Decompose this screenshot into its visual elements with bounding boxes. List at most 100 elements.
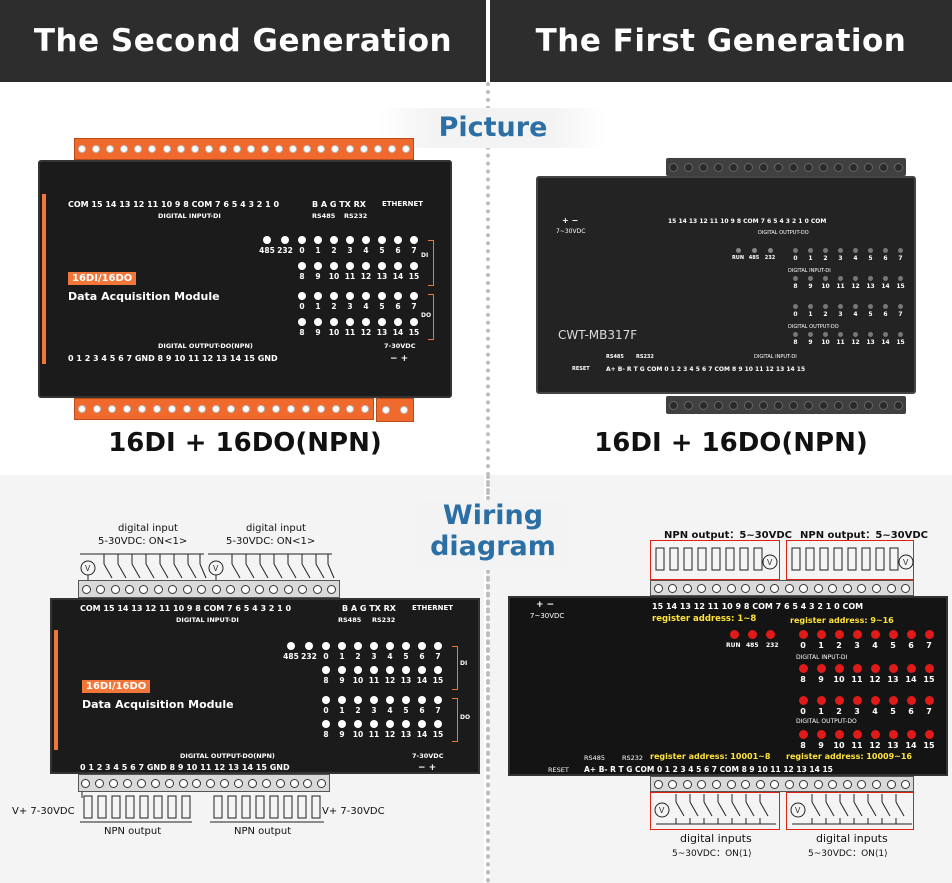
npn-output-1: NPN output — [104, 826, 162, 837]
module-name: Data Acquisition Module — [68, 290, 220, 303]
di-note-2b: 5-30VDC: ON<1> — [226, 536, 316, 547]
side-stripe — [42, 194, 46, 364]
fg-bottom-terminals — [666, 396, 906, 414]
model-badge: 16DI/16DO — [68, 272, 137, 285]
w-do-label: DIGITAL OUTPUT-DO(NPN) — [180, 752, 275, 760]
power-terminal-block — [376, 398, 414, 422]
wr-reg-10009: register address: 10009~16 — [786, 752, 912, 761]
w-do-tag: DO — [460, 714, 471, 721]
w-comm-pin-row: B A G TX RX — [342, 604, 396, 613]
do-tag: DO — [421, 312, 432, 319]
wr-status-leds: RUN 485 232 — [726, 630, 786, 654]
do-label: DIGITAL OUTPUT-DO(NPN) — [158, 342, 253, 350]
svg-text:V: V — [767, 558, 773, 567]
left-output-bank — [80, 792, 324, 823]
v-left-label: V+ 7-30VDC — [12, 806, 75, 817]
wr-do-row: 15 14 13 12 11 10 9 8 COM 7 6 5 4 3 2 1 … — [652, 602, 864, 611]
do-pin-row: 0 1 2 3 4 5 6 7 GND 8 9 10 11 12 13 14 1… — [68, 354, 278, 363]
w-di-tag: DI — [460, 660, 468, 667]
top-terminal-block — [74, 138, 414, 160]
fg-di-label: DIGITAL INPUT-DI — [788, 268, 831, 274]
wiring-side-stripe — [54, 630, 58, 750]
header-first-generation: The First Generation — [490, 0, 952, 82]
fg-input-bank: V V — [654, 794, 912, 825]
caption-second-gen: 16DI + 16DO(NPN) — [108, 428, 382, 458]
svg-text:V: V — [795, 806, 801, 815]
wr-reset: RESET — [548, 766, 569, 774]
w-di-label: DIGITAL INPUT-DI — [176, 616, 239, 624]
wiring-module-left: COM 15 14 13 12 11 10 9 8 COM 7 6 5 4 3 … — [50, 598, 480, 774]
led-block: 485 232 0 1 2 3 4 5 6 7 8 9 10 11 12 13 … — [258, 236, 438, 356]
header-split — [486, 0, 490, 82]
di-note-1a: digital input — [118, 523, 178, 534]
w-rs485: RS485 — [338, 616, 362, 624]
npn-output-2: NPN output — [234, 826, 292, 837]
comm-pin-row: B A G TX RX — [312, 200, 366, 209]
di-note-2a: digital input — [246, 523, 306, 534]
v-right-label: V+ 7-30VDC — [322, 806, 385, 817]
wr-reg-9-16: register address: 9~16 — [790, 616, 894, 625]
fg-power-label: 7~30VDC — [556, 228, 586, 235]
rs485-label: RS485 — [312, 212, 336, 220]
fg-di-note-1: digital inputs — [680, 832, 752, 845]
fg-do-label-2: DIGITAL OUTPUT-DO — [788, 324, 839, 330]
di-label: DIGITAL INPUT-DI — [158, 212, 221, 220]
fg-rs232: RS232 — [636, 354, 654, 360]
left-bottom-terminal — [78, 774, 330, 792]
wr-rs485: RS485 — [584, 754, 606, 762]
svg-text:V: V — [903, 558, 909, 567]
w-di-pin-row: COM 15 14 13 12 11 10 9 8 COM 7 6 5 4 3 … — [80, 604, 292, 613]
fg-top-terminals — [666, 158, 906, 176]
svg-text:V: V — [659, 806, 665, 815]
fg-npn-1: NPN output：5~30VDC — [664, 530, 793, 541]
fg-top-terminal — [650, 580, 914, 596]
fg-power-pins: + − — [562, 216, 579, 225]
fg-do-label: DIGITAL OUTPUT-DO — [758, 230, 809, 236]
di-pin-row: COM 15 14 13 12 11 10 9 8 COM 7 6 5 4 3 … — [68, 200, 280, 209]
fg-di-note-1b: 5~30VDC：ON⟨1⟩ — [672, 849, 752, 859]
w-rs232: RS232 — [372, 616, 396, 624]
fg-npn-2: NPN output：5~30VDC — [800, 530, 929, 541]
wr-reg-10001: register address: 10001~8 — [650, 752, 771, 761]
wr-power-label: 7~30VDC — [530, 612, 565, 620]
led-row-2: 8 9 10 11 12 13 14 15 — [294, 262, 422, 281]
header-second-generation: The Second Generation — [0, 0, 486, 82]
w-ethernet: ETHERNET — [412, 604, 454, 612]
wiring-line-2: diagram — [430, 531, 556, 563]
fg-di-label-bottom: DIGITAL INPUT-DI — [754, 354, 797, 360]
svg-text:V: V — [85, 564, 91, 573]
first-gen-module: + − 7~30VDC 15 14 13 12 11 10 9 8 COM 7 … — [536, 176, 916, 394]
fg-di-note-2: digital inputs — [816, 832, 888, 845]
fg-di-box-2 — [786, 792, 914, 830]
left-top-terminal — [78, 580, 340, 598]
fg-output-bank: V V — [655, 547, 914, 571]
fg-npn-box-2 — [786, 540, 914, 580]
fg-do-row: 15 14 13 12 11 10 9 8 COM 7 6 5 4 3 2 1 … — [668, 218, 827, 225]
wr-power-pins: + − — [536, 600, 555, 610]
wiring-module-right: + − 7~30VDC 15 14 13 12 11 10 9 8 COM 7 … — [508, 596, 948, 776]
wr-reg-1-8: register address: 1~8 — [652, 614, 757, 624]
bottom-terminal-block — [74, 398, 374, 420]
w-power-label: 7-30VDC — [412, 752, 444, 760]
led-row-4: 8 9 10 11 12 13 14 15 — [294, 318, 422, 337]
wiring-line-1: Wiring — [442, 500, 544, 531]
second-gen-photo: COM 15 14 13 12 11 10 9 8 COM 7 6 5 4 3 … — [38, 138, 458, 426]
svg-text:V: V — [213, 564, 219, 573]
di-tag: DI — [421, 252, 429, 259]
w-do-pin-row: 0 1 2 3 4 5 6 7 GND 8 9 10 11 12 13 14 1… — [80, 763, 290, 772]
wr-di-label: DIGITAL INPUT-DI — [796, 654, 848, 661]
fg-npn-box-1 — [650, 540, 780, 580]
wr-rs232: RS232 — [622, 754, 644, 762]
fg-rs485: RS485 — [606, 354, 624, 360]
caption-first-gen: 16DI + 16DO(NPN) — [594, 428, 868, 458]
section-label-wiring: Wiring diagram — [378, 500, 608, 570]
led-232: 232 — [276, 236, 294, 255]
section-label-picture: Picture — [378, 108, 608, 148]
power-label: 7-30VDC — [384, 342, 416, 350]
power-pins: − + — [390, 354, 409, 364]
wr-bottom-row: A+ B- R T G COM 0 1 2 3 4 5 6 7 COM 8 9 … — [584, 765, 833, 774]
